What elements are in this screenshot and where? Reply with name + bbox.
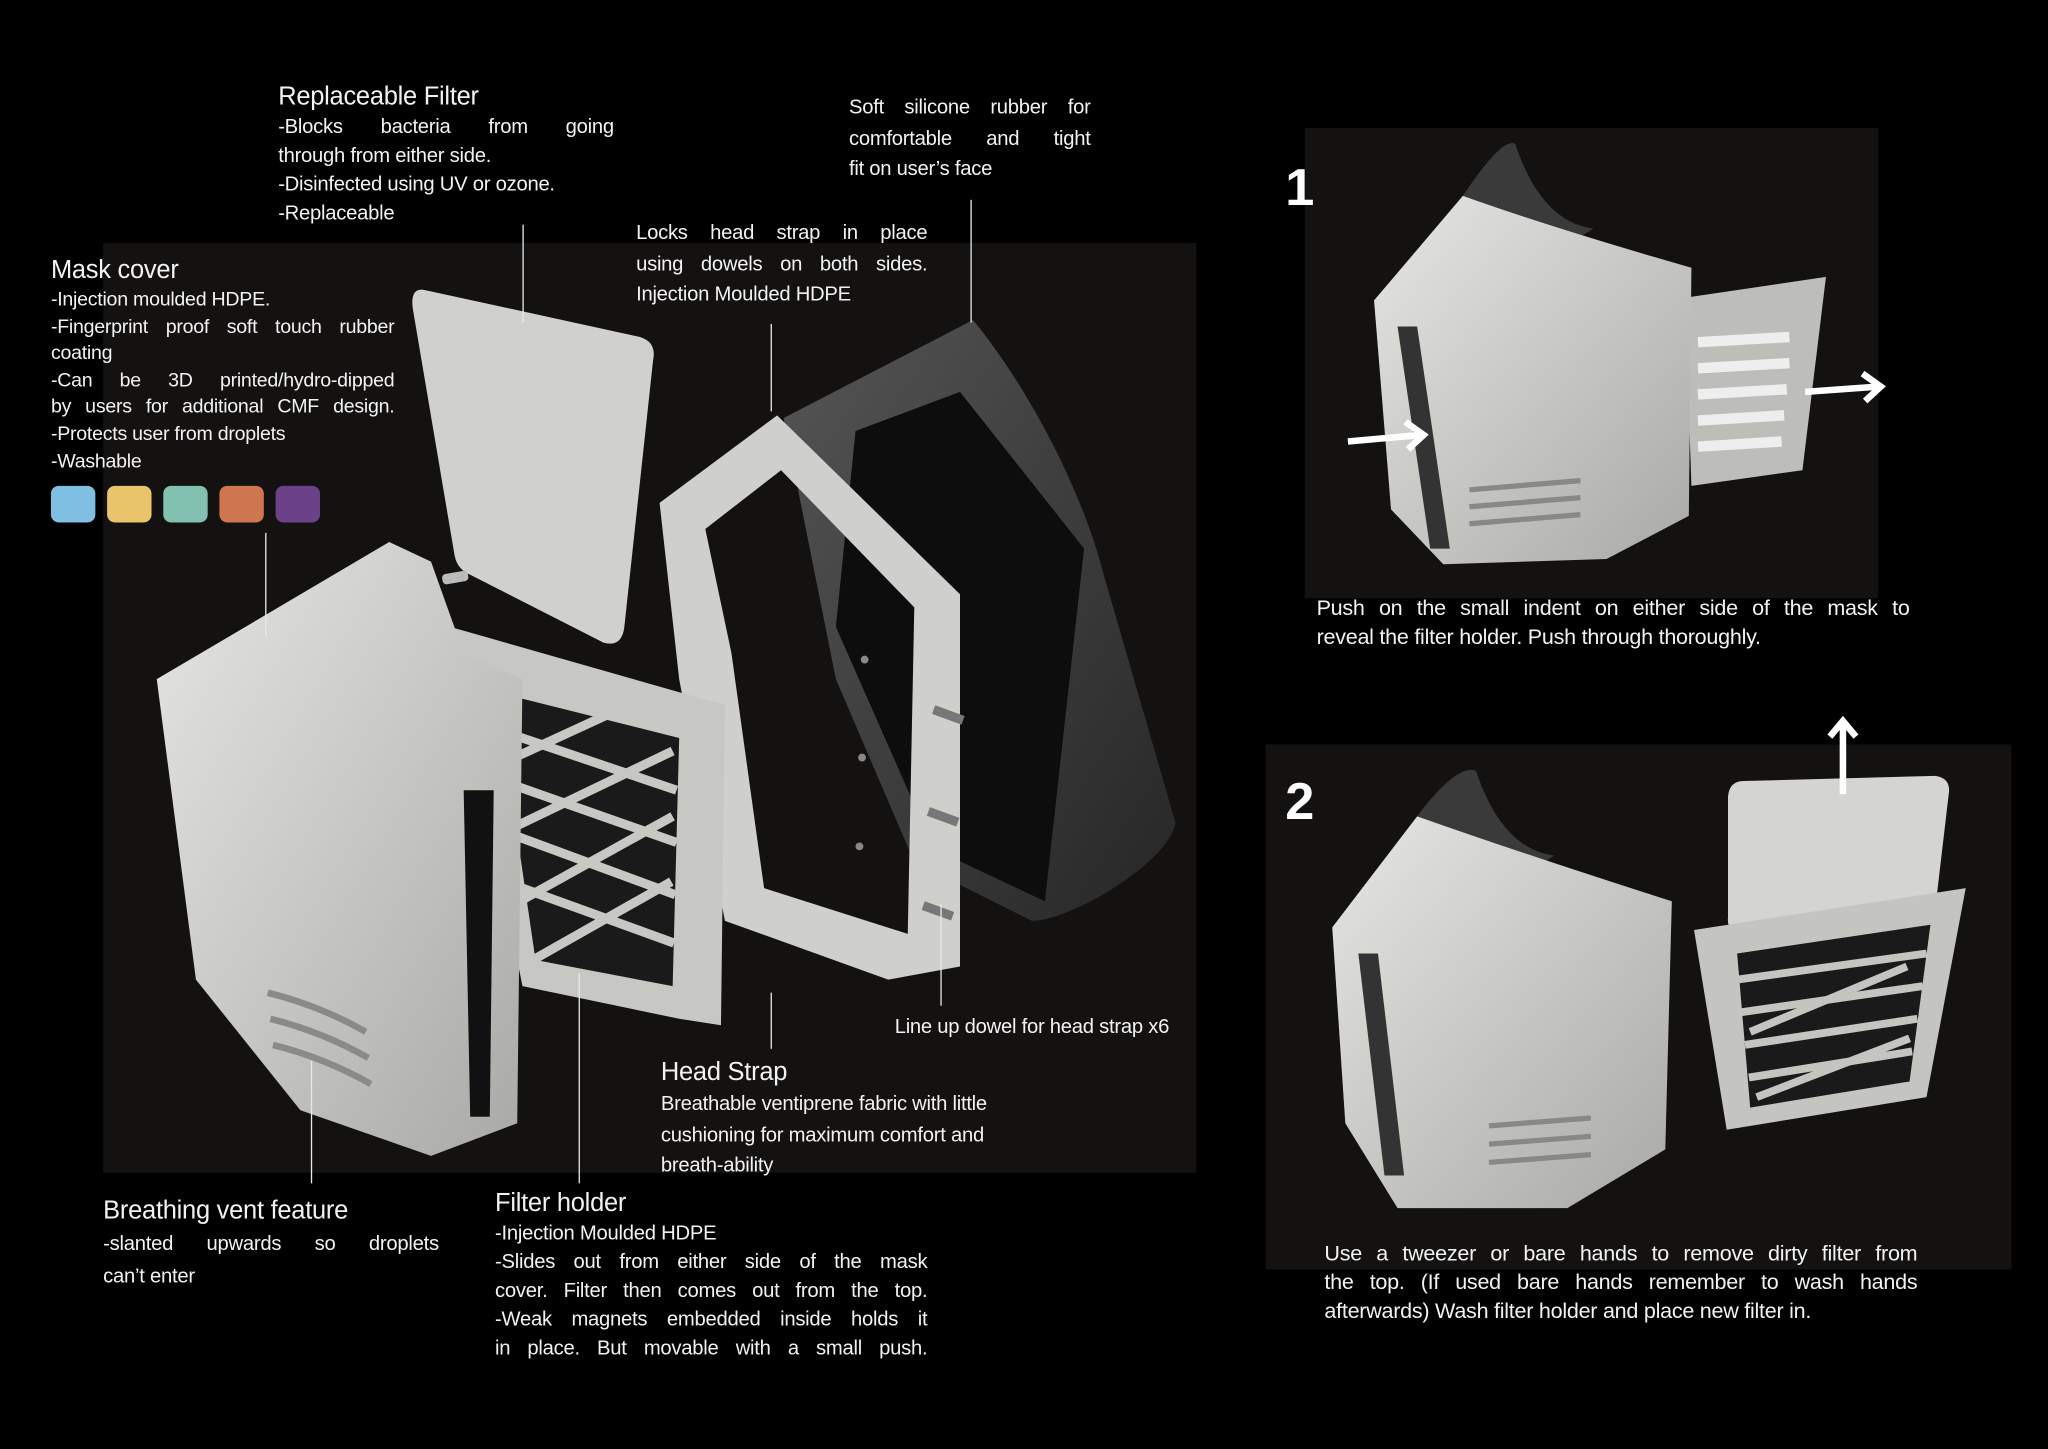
annotation-title: Replaceable Filter	[278, 82, 479, 112]
step2-number: 2	[1285, 773, 1315, 831]
step2-render	[1332, 715, 1966, 1209]
step1-number: 1	[1285, 159, 1315, 217]
instruction-line: Push on the small indent on either side …	[1316, 596, 1910, 621]
dowel-annotation: Line up dowel for head strap x6	[894, 1014, 1170, 1043]
color-swatch-teal	[163, 485, 208, 523]
step1-render	[1347, 143, 1886, 565]
filter-pad-render	[412, 289, 654, 644]
locks-annotation: Locks head strap in place using dowels o…	[636, 218, 928, 310]
annotation-line: Injection Moulded HDPE	[636, 283, 851, 306]
replaceable-filter-annotation: Replaceable Filter -Blocks bacteria from…	[278, 80, 614, 229]
annotation-line: coating	[50, 342, 113, 365]
annotation-line: using dowels on both sides.	[636, 252, 928, 275]
annotation-line: -Protects user from droplets	[50, 423, 286, 446]
annotation-line: cushioning for maximum comfort and	[660, 1123, 984, 1147]
annotation-line: -Washable	[50, 450, 142, 473]
annotation-line: can’t enter	[103, 1265, 195, 1288]
annotation-line: -Can be 3D printed/hydro-dipped	[50, 369, 395, 392]
annotation-line: Soft silicone rubber for	[848, 96, 1091, 119]
leader-line-locks	[770, 323, 773, 412]
leader-line-filter-holder	[578, 973, 581, 1184]
annotation-line: -Injection Moulded HDPE	[495, 1222, 717, 1245]
leader-line-filter	[522, 224, 525, 323]
instruction-line: afterwards) Wash filter holder and place…	[1324, 1299, 1812, 1324]
annotation-title: Breathing vent feature	[103, 1196, 349, 1226]
lift-up-arrow-icon	[1827, 715, 1859, 795]
leader-line-mask-cover	[265, 532, 267, 637]
annotation-line: -Disinfected using UV or ozone.	[278, 173, 555, 196]
annotation-line: breath-ability	[660, 1154, 774, 1177]
annotation-line: fit on user’s face	[848, 158, 993, 181]
leader-line-silicone	[970, 199, 973, 323]
annotation-line: Breathable ventiprene fabric with little	[660, 1093, 987, 1116]
annotation-line: through from either side.	[278, 144, 492, 168]
mask-cover-render	[156, 542, 523, 1156]
annotation-line: Locks head strap in place	[636, 222, 928, 245]
color-swatch-purple	[275, 485, 320, 523]
leader-line-dowel	[940, 903, 943, 1006]
annotation-line: -Slides out from either side of the mask	[495, 1251, 928, 1274]
filter-holder-annotation: Filter holder -Injection Moulded HDPE -S…	[495, 1186, 928, 1364]
color-swatch-orange	[219, 485, 264, 523]
annotation-line: comfortable and tight	[848, 127, 1091, 150]
breathing-vent-annotation: Breathing vent feature -slanted upwards …	[103, 1194, 439, 1293]
annotation-title: Mask cover	[50, 255, 179, 285]
instruction-line: Use a tweezer or bare hands to remove di…	[1324, 1242, 1918, 1266]
annotation-line: by users for additional CMF design.	[50, 396, 395, 419]
annotation-title: Filter holder	[495, 1188, 627, 1218]
leader-line-head-strap	[770, 992, 773, 1049]
color-swatch-blue	[50, 485, 96, 523]
annotation-line: -Blocks bacteria from going	[278, 116, 614, 139]
head-strap-annotation: Head Strap Breathable ventiprene fabric …	[661, 1055, 1066, 1181]
slide-out-arrow-icon	[1804, 370, 1886, 404]
push-arrow-icon	[1347, 419, 1429, 452]
silicone-annotation: Soft silicone rubber for comfortable and…	[849, 93, 1091, 185]
mask-cover-annotation: Mask cover -Injection moulded HDPE. -Fin…	[51, 253, 395, 475]
annotation-line: Line up dowel for head strap x6	[894, 1016, 1170, 1039]
head-strap-render	[783, 319, 1176, 921]
instruction-line: the top. (If used bare hands remember to…	[1324, 1270, 1918, 1295]
annotation-line: in place. But movable with a small push.	[495, 1337, 928, 1360]
instruction-line: reveal the filter holder. Push through t…	[1316, 625, 1761, 650]
annotation-line: -slanted upwards so droplets	[103, 1232, 439, 1256]
step1-instructions: Push on the small indent on either side …	[1317, 594, 1910, 651]
step2-instructions: Use a tweezer or bare hands to remove di…	[1324, 1240, 1917, 1326]
annotation-line: -Fingerprint proof soft touch rubber	[50, 315, 395, 338]
locking-frame-render	[659, 415, 965, 980]
annotation-line: -Injection moulded HDPE.	[50, 288, 271, 311]
leader-line-vent	[310, 1060, 313, 1184]
annotation-line: cover. Filter then comes out from the to…	[495, 1279, 928, 1303]
color-swatch-yellow	[107, 485, 152, 523]
annotation-line: -Weak magnets embedded inside holds it	[495, 1308, 928, 1331]
annotation-title: Head Strap	[660, 1057, 788, 1087]
annotation-line: -Replaceable	[278, 202, 395, 225]
